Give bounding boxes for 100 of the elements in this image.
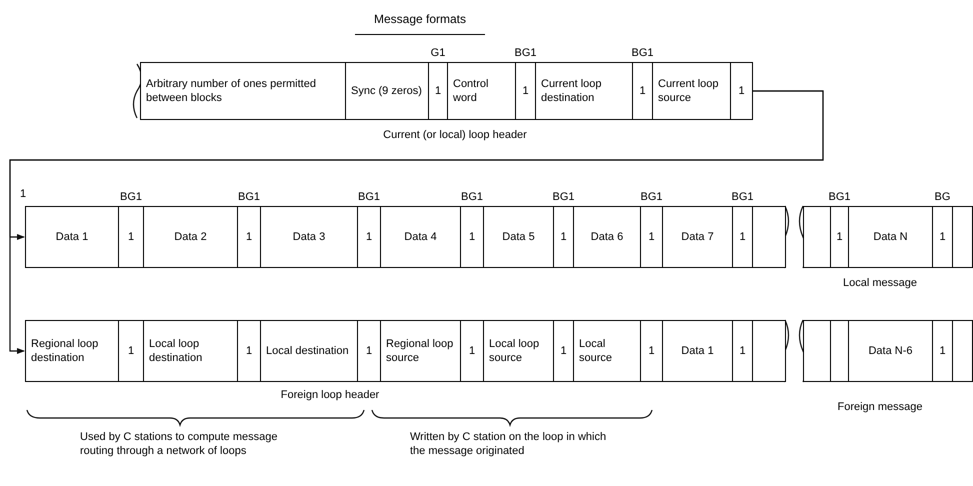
field-text: Data 2 [174,230,207,244]
gap-label: BG1 [513,46,538,61]
field-cell [460,320,484,382]
field-cell [553,206,574,268]
field-cell [357,320,381,382]
field-text: 1 [738,84,745,98]
caption-text: Written by C station on the loop in which the message originated [410,430,608,458]
field-text: Arbitrary number of ones permitted between blocks [146,77,317,105]
field-cell [357,206,381,268]
field-text: Current loop destination [541,77,603,105]
field-text: 1 [939,344,946,358]
field-text: Local loop destination [149,337,204,365]
field-cell [573,206,641,268]
gap-label: BG1 [827,190,852,205]
caption-text: Foreign message [836,400,924,414]
empty-field-cell [803,206,831,268]
empty-field-cell [803,320,831,382]
field-text: Data 6 [590,230,624,244]
caption-text: Used by C stations to compute message routing through a network of loops [80,430,278,458]
gap-label: BG1 [630,46,654,61]
field-text: 1 [648,230,655,244]
field-cell [535,62,633,120]
field-cell [830,206,849,268]
field-text: Data 4 [404,230,437,244]
field-text: Regional loop destination [31,337,100,365]
field-cell [380,320,461,382]
field-cell [118,320,144,382]
caption-text: Current (or local) loop header [382,128,528,142]
field-text: Local loop source [489,337,540,365]
field-cell [143,320,238,382]
gap-label: BG [934,190,952,205]
field-cell [428,62,448,120]
field-text: 1 [366,230,372,244]
field-cell [640,320,663,382]
field-cell [848,206,933,268]
field-text: Sync (9 zeros) [351,84,422,98]
field-text: 1 [434,84,442,98]
field-text: 1 [560,230,567,244]
field-text: 1 [128,230,134,244]
field-text: 1 [836,230,843,244]
field-cell [140,62,346,120]
empty-field-cell [752,320,786,382]
field-text: Local source [579,337,614,365]
field-cell [143,206,238,268]
gap-label: BG1 [551,190,576,205]
field-cell [515,62,536,120]
gap-label: BG1 [730,190,754,205]
field-cell [652,62,731,120]
field-cell [25,320,119,382]
field-text: 1 [366,344,372,358]
field-text: 1 [739,230,746,244]
empty-field-cell [952,206,973,268]
field-cell [260,320,358,382]
field-cell [732,206,753,268]
field-text: 1 [246,230,252,244]
caption-text: Foreign loop header [280,388,380,402]
diagram-title: Message formats [355,10,485,35]
field-text: Data 1 [56,230,88,244]
field-text: Data N-6 [868,344,913,358]
field-text: 1 [639,84,646,98]
field-cell [932,320,953,382]
field-cell [730,62,753,120]
field-cell [932,206,953,268]
gap-label: G1 [430,46,446,61]
field-text: 1 [468,344,476,358]
field-text: 1 [939,230,946,244]
gap-label: BG1 [236,190,261,205]
field-cell [483,320,554,382]
field-cell [848,320,933,382]
field-text: 1 [246,344,252,358]
empty-field-cell [752,206,786,268]
field-text: 1 [560,344,567,358]
field-text: Data N [873,230,908,244]
field-text: 1 [648,344,655,358]
field-text: 1 [522,84,529,98]
field-text: 1 [468,230,476,244]
gap-label: BG1 [460,190,484,205]
field-cell [483,206,554,268]
field-cell [553,320,574,382]
field-cell [345,62,429,120]
field-cell [640,206,663,268]
caption-text: Local message [842,276,918,290]
field-cell [447,62,516,120]
field-text: Regional loop source [386,337,454,365]
field-cell [460,206,484,268]
gap-label: BG1 [118,190,143,205]
field-text: Current loop source [658,77,720,105]
field-cell [260,206,358,268]
field-cell [662,320,733,382]
empty-field-cell [952,320,973,382]
field-text: Data 1 [681,344,714,358]
caption-text: 1 [20,187,28,201]
field-text: 1 [128,344,134,358]
field-text: Data 5 [502,230,535,244]
field-text: Data 7 [681,230,714,244]
empty-field-cell [830,320,849,382]
field-cell [632,62,653,120]
connector-arrow [9,90,824,354]
field-cell [118,206,144,268]
field-cell [237,206,261,268]
